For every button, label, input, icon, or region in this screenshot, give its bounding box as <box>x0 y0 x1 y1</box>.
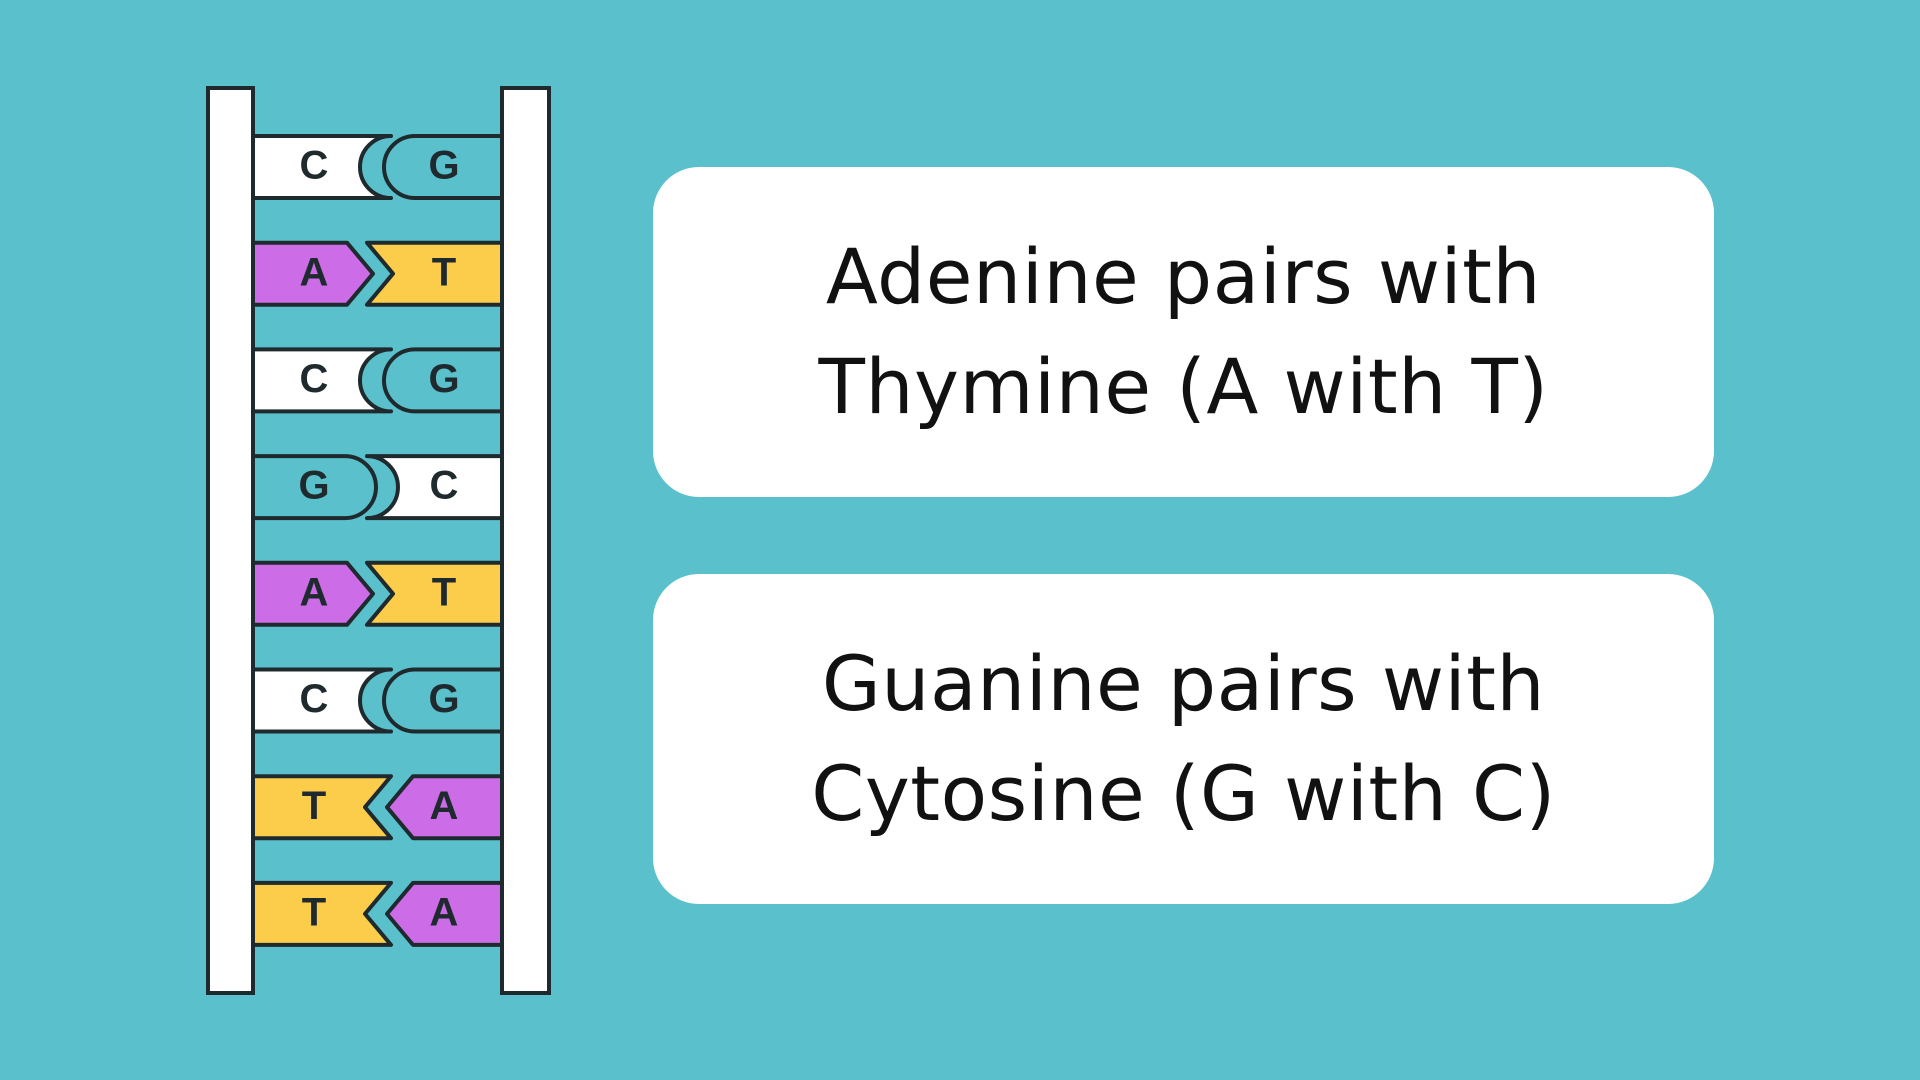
base-letter-left: A <box>300 250 329 294</box>
base-letter-right: A <box>430 784 459 828</box>
base-letter-right: T <box>432 250 456 294</box>
guanine-card-line-2: Cytosine (G with C) <box>811 749 1556 838</box>
base-letter-left: C <box>300 357 329 401</box>
cytosine-base-left <box>251 667 393 734</box>
guanine-base-right <box>382 134 504 200</box>
adenine-thymine-card: Adenine pairs with Thymine (A with T) <box>653 167 1714 497</box>
adenine-card-line-2: Thymine (A with T) <box>818 342 1549 431</box>
base-letter-left: G <box>298 464 329 508</box>
base-letter-right: T <box>432 570 456 614</box>
base-letter-left: C <box>300 144 329 188</box>
base-letter-right: G <box>428 357 459 401</box>
base-letter-left: T <box>302 890 326 934</box>
guanine-base-right <box>382 347 504 414</box>
guanine-cytosine-card: Guanine pairs with Cytosine (G with C) <box>653 574 1714 904</box>
base-letter-right: C <box>430 464 459 508</box>
right-backbone <box>500 86 551 995</box>
left-backbone <box>206 86 255 995</box>
cytosine-base-left <box>251 347 393 414</box>
base-letter-right: G <box>428 677 459 721</box>
guanine-card-line-1: Guanine pairs with <box>821 639 1546 728</box>
base-letter-right: A <box>430 890 459 934</box>
cytosine-base-left <box>251 134 393 200</box>
guanine-base-right <box>382 667 504 734</box>
base-letter-left: C <box>300 677 329 721</box>
guanine-base-left <box>251 454 378 521</box>
base-letter-right: G <box>428 144 459 188</box>
base-letter-left: A <box>300 570 329 614</box>
base-letter-left: T <box>302 784 326 828</box>
adenine-card-line-1: Adenine pairs with <box>825 232 1542 321</box>
cytosine-base-right <box>365 454 504 521</box>
